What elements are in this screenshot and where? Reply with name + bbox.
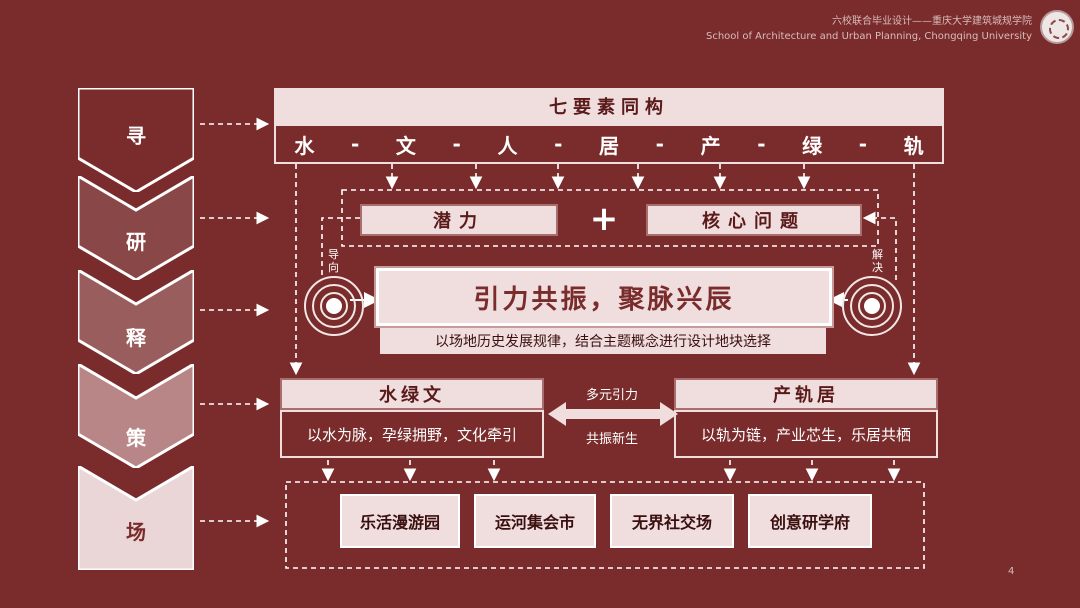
slogan-subtitle: 以场地历史发展规律，结合主题概念进行设计地块选择: [380, 328, 826, 354]
core-problem-box: 核心问题: [646, 204, 862, 236]
step-label: 场: [126, 520, 146, 544]
separator: -: [757, 132, 766, 156]
step-label: 策: [126, 426, 146, 450]
right-ripple-icon: [842, 276, 902, 336]
separator: -: [350, 132, 360, 156]
water-green-culture-title: 水绿文: [280, 378, 544, 410]
element-culture: 文: [395, 133, 416, 158]
multi-gravity-label: 多元引力: [585, 388, 638, 403]
water-green-culture-desc: 以水为脉，孕绿拥野，文化牵引: [280, 410, 544, 458]
step-label: 寻: [126, 124, 146, 148]
step-interpret: 释: [78, 270, 194, 374]
solve-label: 解决: [872, 248, 883, 274]
element-water: 水: [294, 133, 315, 158]
seven-elements-title: 七要素同构: [274, 88, 944, 124]
step-site: 场: [78, 466, 194, 570]
site-canal-market: 运河集会市: [474, 494, 596, 548]
element-industry: 产: [700, 133, 721, 158]
university-logo: [1040, 10, 1074, 44]
header-title-en: School of Architecture and Urban Plannin…: [705, 31, 1032, 42]
potential-box: 潜力: [360, 204, 558, 236]
separator: -: [858, 132, 868, 156]
element-rail: 轨: [903, 133, 924, 158]
step-research: 研: [78, 176, 194, 280]
element-green: 绿: [802, 133, 823, 158]
left-ripple-icon: [304, 276, 364, 336]
industry-rail-living-title: 产轨居: [674, 378, 938, 410]
resonance-label: 共振新生: [585, 432, 638, 447]
step-label: 研: [126, 230, 146, 254]
seven-elements-row: 水 - 文 - 人 - 居 - 产 - 绿 - 轨: [274, 124, 944, 164]
step-find: 寻: [78, 88, 194, 192]
page-number: 4: [1008, 566, 1015, 577]
guide-label: 导向: [328, 248, 339, 274]
plus-icon: +: [589, 199, 619, 239]
site-social-field: 无界社交场: [610, 494, 734, 548]
element-people: 人: [497, 133, 518, 158]
separator: -: [554, 132, 563, 156]
separator: -: [655, 132, 664, 156]
site-research-academy: 创意研学府: [748, 494, 872, 548]
industry-rail-living-desc: 以轨为链，产业芯生，乐居共栖: [674, 410, 938, 458]
header-title-cn: 六校联合毕业设计——重庆大学建筑城规学院: [832, 16, 1032, 27]
element-living: 居: [599, 133, 619, 158]
step-strategy: 策: [78, 364, 194, 468]
site-leisure-park: 乐活漫游园: [340, 494, 460, 548]
step-label: 释: [126, 326, 146, 350]
separator: -: [452, 132, 461, 156]
slogan-box: 引力共振，聚脉兴辰: [374, 266, 834, 328]
